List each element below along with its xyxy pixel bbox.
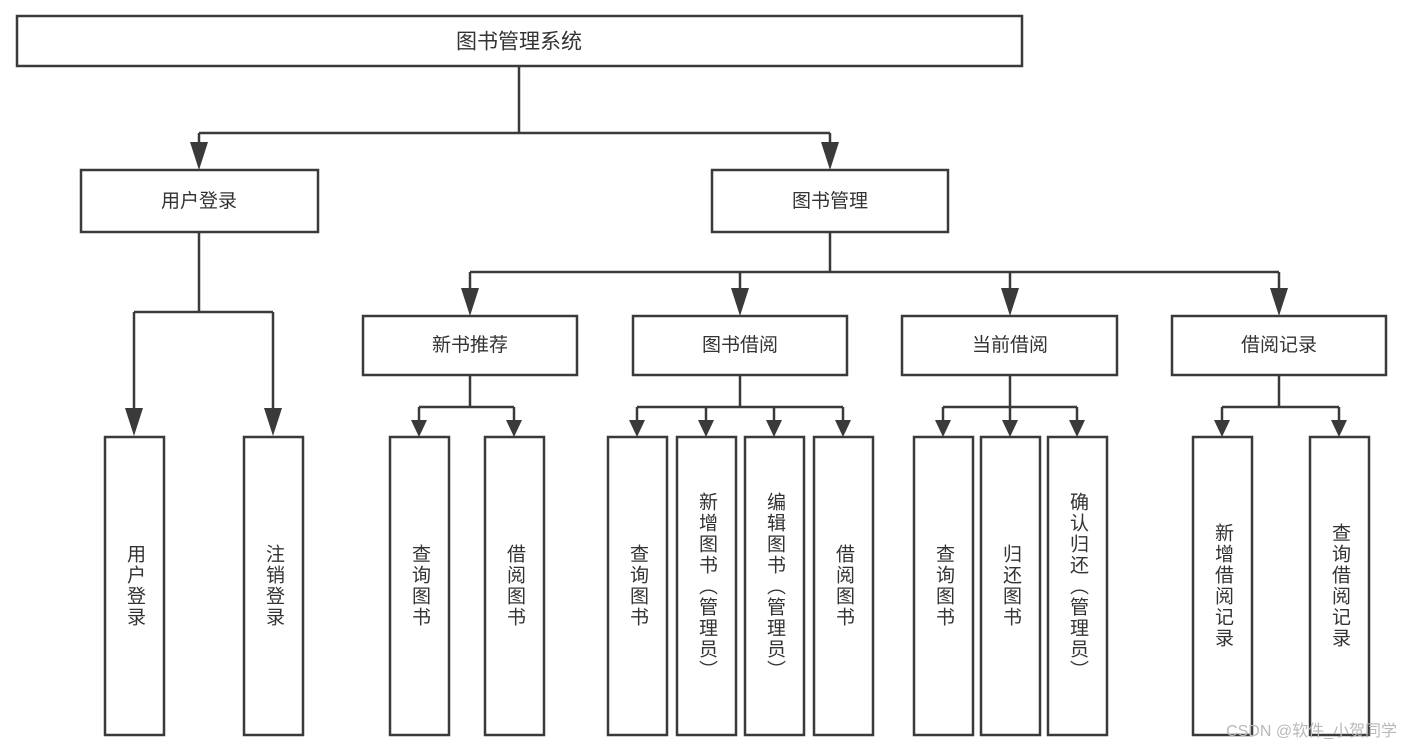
- leaf-box-add-record[interactable]: [1191, 435, 1254, 737]
- node-book-borrow-box[interactable]: [631, 314, 849, 377]
- leaf-box-user-login[interactable]: [103, 435, 166, 737]
- node-new-book-recommend-box[interactable]: [361, 314, 579, 377]
- arrowhead-recommend: [461, 288, 479, 316]
- label-borrow-record: 借阅记录: [1241, 334, 1317, 356]
- arrowhead-leaf-return-book: [1002, 420, 1018, 437]
- leaf-box-query-book-3[interactable]: [912, 435, 975, 737]
- watermark-text: CSDN @软件_小贺同学: [1226, 723, 1397, 740]
- label-book-manage: 图书管理: [792, 190, 868, 212]
- arrowhead-leaf-add-record: [1214, 420, 1230, 437]
- arrowhead-group: [125, 142, 1347, 437]
- arrowhead-record: [1270, 288, 1288, 316]
- label-current-borrow: 当前借阅: [972, 334, 1048, 356]
- arrowhead-user-login: [190, 142, 208, 170]
- leaf-box-query-book-1[interactable]: [388, 435, 451, 737]
- leaf-box-confirm-return[interactable]: [1046, 435, 1109, 737]
- arrowhead-leaf-query-record: [1331, 420, 1347, 437]
- label-book-borrow: 图书借阅: [702, 334, 778, 356]
- arrowhead-current: [1001, 288, 1019, 316]
- node-root-box[interactable]: [15, 14, 1024, 68]
- leaf-box-add-book[interactable]: [675, 435, 738, 737]
- label-root: 图书管理系统: [456, 31, 582, 54]
- arrowhead-leaf-confirm-return: [1069, 420, 1085, 437]
- leaf-box-edit-book[interactable]: [743, 435, 806, 737]
- node-user-login-box[interactable]: [79, 168, 320, 234]
- label-new-book-recommend: 新书推荐: [432, 334, 508, 356]
- arrowhead-leaf-borrow-book-2: [835, 420, 851, 437]
- arrowhead-leaf-query-book-1: [411, 420, 427, 437]
- leaf-box-query-book-2[interactable]: [606, 435, 669, 737]
- node-current-borrow-box[interactable]: [900, 314, 1119, 377]
- horizontal-label-group: 图书管理系统 用户登录 图书管理 新书推荐 图书借阅 当前借阅 借阅记录: [161, 31, 1317, 356]
- leaf-box-borrow-book-2[interactable]: [812, 435, 875, 737]
- arrowhead-leaf-edit-book: [766, 420, 782, 437]
- node-box-group: [15, 14, 1388, 737]
- arrowhead-borrow: [731, 288, 749, 316]
- arrowhead-book-manage: [821, 142, 839, 170]
- arrowhead-leaf-borrow-book-1: [506, 420, 522, 437]
- arrowhead-leaf-add-book: [698, 420, 714, 437]
- connector-group: [132, 66, 1341, 420]
- leaf-box-borrow-book-1[interactable]: [483, 435, 546, 737]
- arrowhead-leaf-query-book-3: [935, 420, 951, 437]
- arrowhead-leaf-query-book-2: [629, 420, 645, 437]
- node-borrow-record-box[interactable]: [1170, 314, 1388, 377]
- leaf-box-logout[interactable]: [242, 435, 305, 737]
- arrowhead-leaf-user-login: [125, 408, 143, 436]
- label-user-login: 用户登录: [161, 190, 237, 212]
- leaf-box-query-record[interactable]: [1308, 435, 1371, 737]
- leaf-box-return-book[interactable]: [979, 435, 1042, 737]
- node-book-manage-box[interactable]: [710, 168, 950, 234]
- arrowhead-leaf-logout: [264, 408, 282, 436]
